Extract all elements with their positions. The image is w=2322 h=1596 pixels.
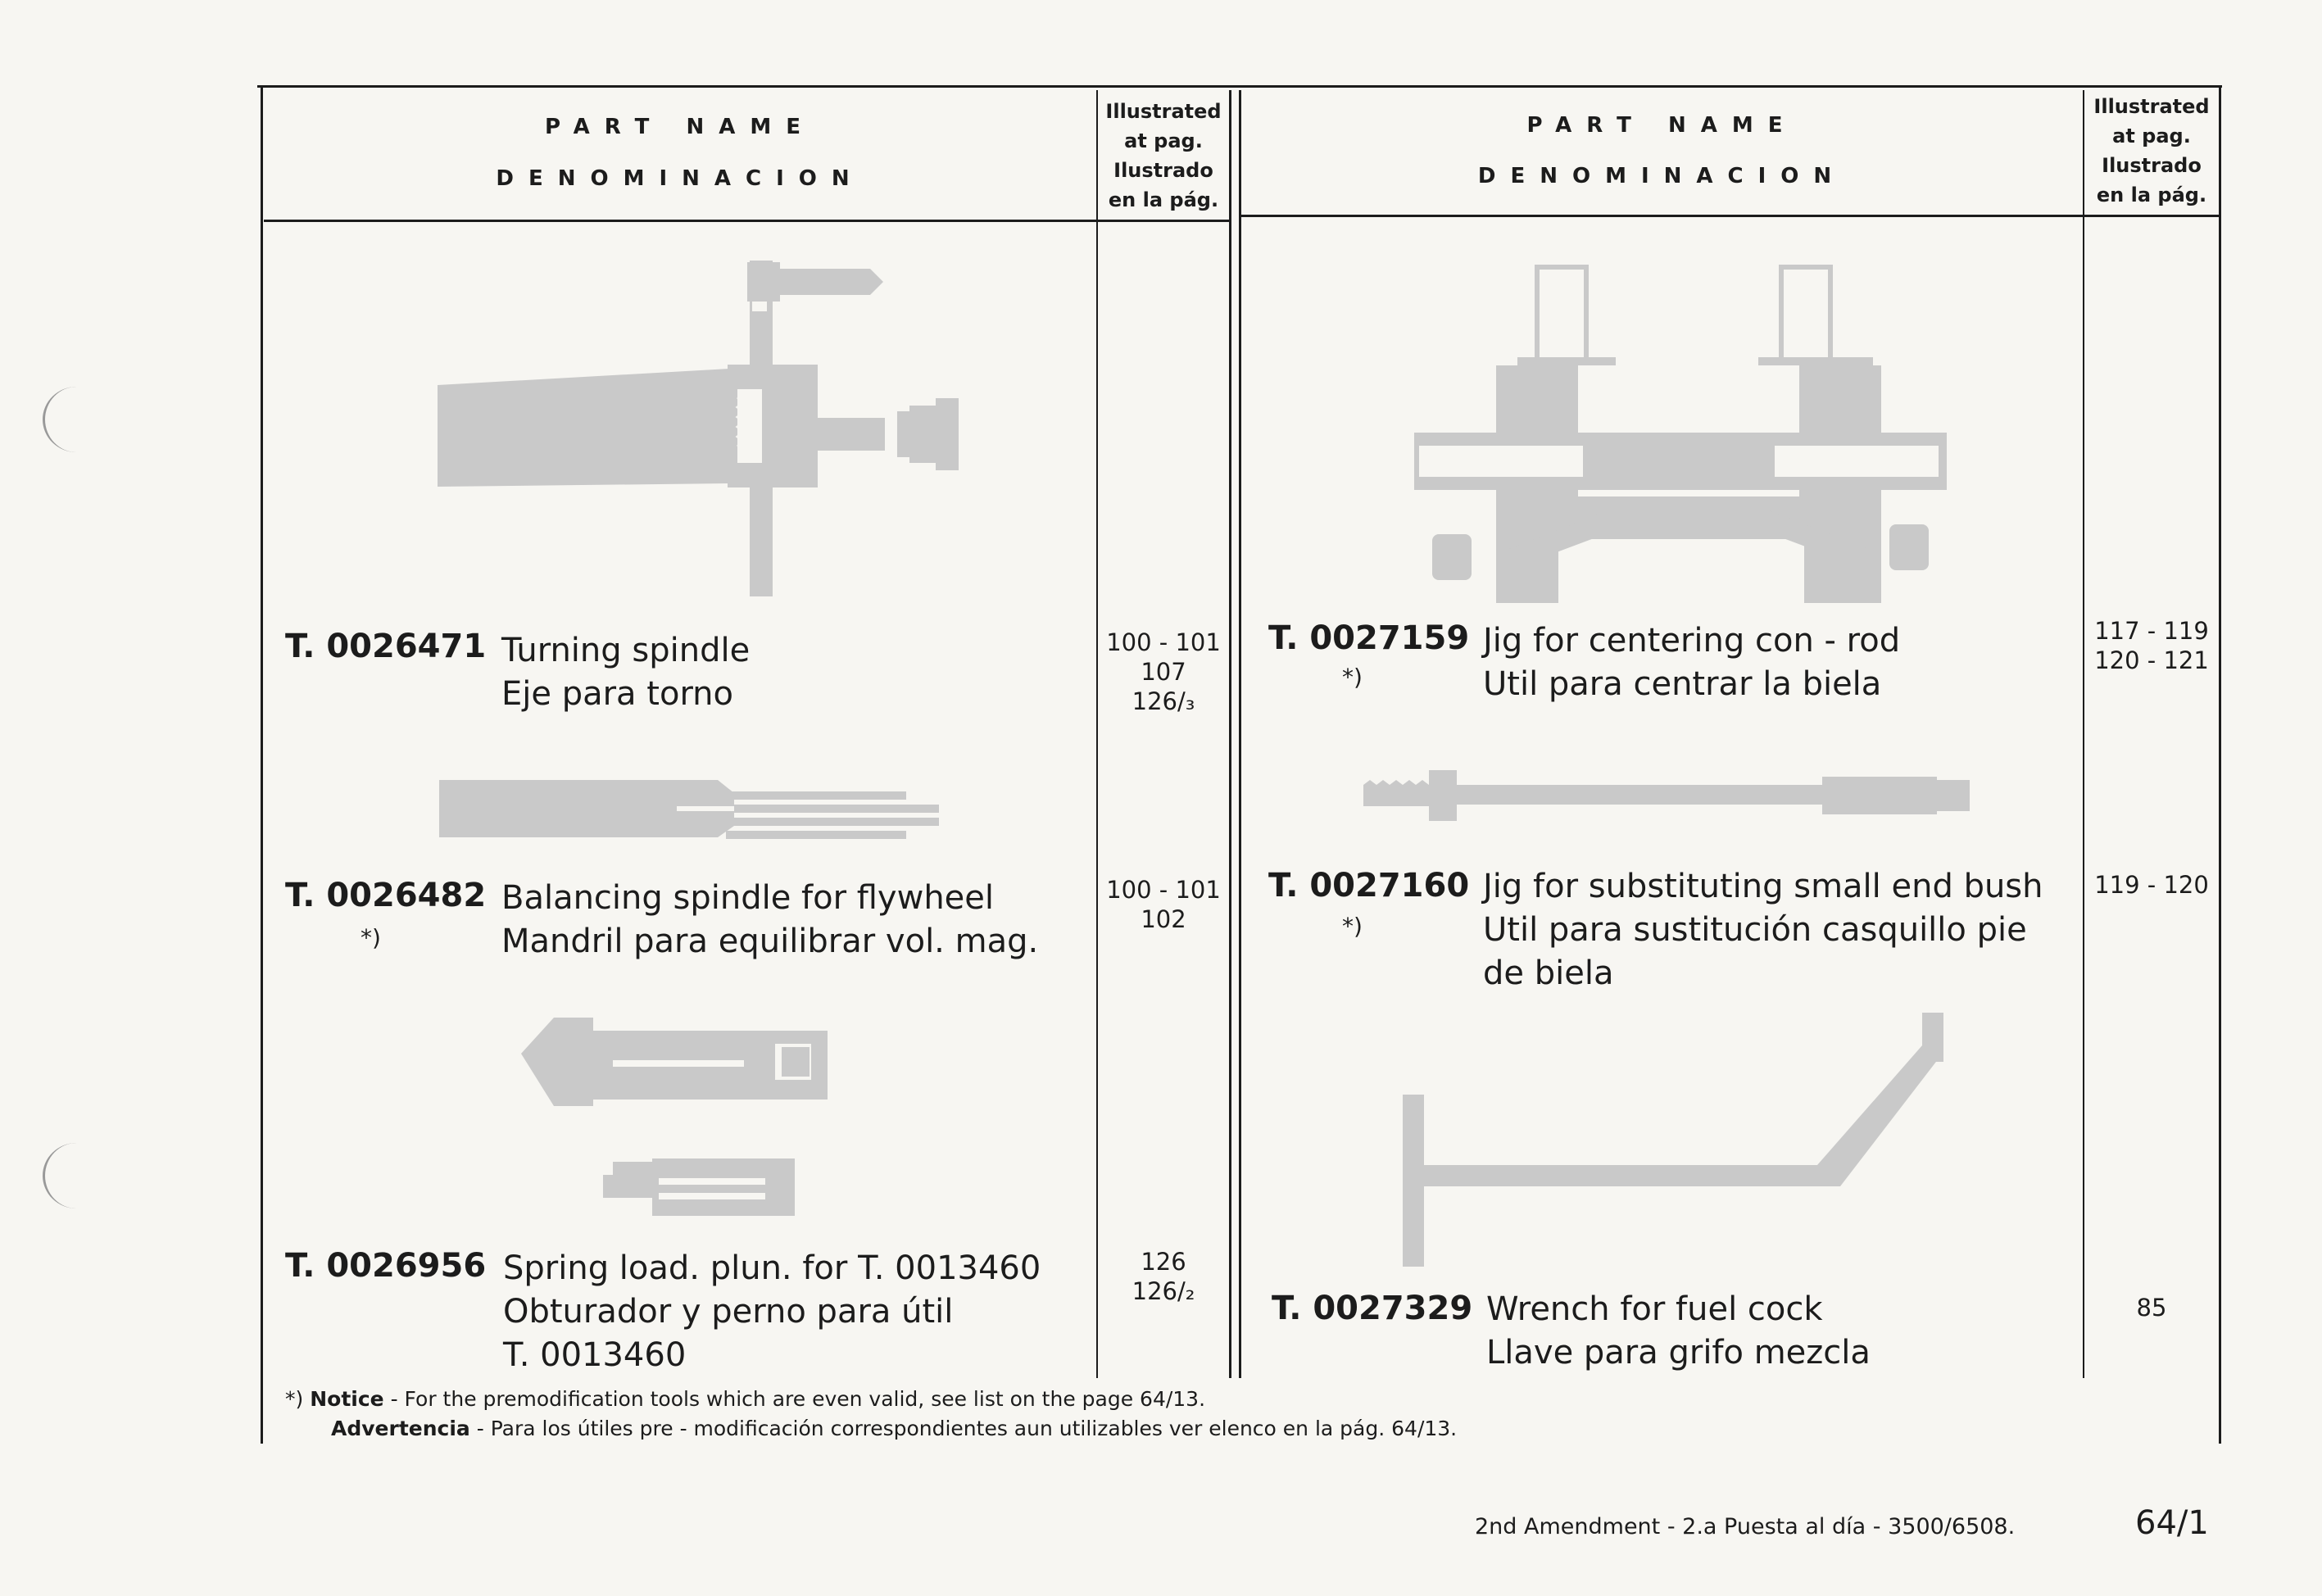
part-desc-0027329: Wrench for fuel cock Llave para grifo me…	[1486, 1290, 1871, 1372]
left-header-denominacion: DENOMINACION	[496, 166, 864, 191]
part-desc-0027160: Jig for substituting small end bush Util…	[1483, 868, 2043, 992]
center-rule-a	[1229, 90, 1231, 1378]
part-code-0026956: T. 0026956	[285, 1247, 487, 1285]
part-code-0027160: T. 0027160	[1268, 867, 1470, 905]
part-desc-0027159: Jig for centering con - rod Util para ce…	[1483, 622, 1901, 703]
left-header-rule	[264, 220, 1229, 222]
page-number: 64/1	[2135, 1504, 2209, 1542]
bush-jig-illustration	[1363, 770, 1970, 821]
turning-spindle-illustration	[438, 261, 959, 596]
part-code-0027159: T. 0027159	[1268, 619, 1470, 657]
table-left-rule	[261, 87, 263, 1444]
left-header-illustrated: Illustrated at pag. Ilustrado en la pág.	[1105, 100, 1222, 211]
part-code-0027329: T. 0027329	[1272, 1290, 1473, 1327]
right-header-rule	[1241, 215, 2219, 217]
amendment-footer: 2nd Amendment - 2.a Puesta al día - 3500…	[1475, 1514, 2016, 1539]
spring-plunger-illustration	[521, 1018, 828, 1216]
right-header-part-name: PART NAME	[1526, 113, 1798, 138]
part-desc-0026956: Spring load. plun. for T. 0013460 Obtura…	[503, 1249, 1041, 1374]
punch-hole-bottom	[43, 1143, 111, 1208]
part-code-0026471: T. 0026471	[285, 628, 487, 665]
part-code-0026482: T. 0026482	[285, 877, 487, 914]
part-pages-0027159: 117 - 119 120 - 121	[2094, 617, 2209, 674]
right-header-denominacion: DENOMINACION	[1477, 164, 1847, 188]
part-pages-0027329: 85	[2136, 1294, 2167, 1322]
left-pages-rule	[1096, 90, 1098, 1378]
right-pages-rule	[2083, 90, 2084, 1378]
centering-jig-illustration	[1414, 265, 1947, 605]
punch-hole-top	[43, 387, 111, 452]
left-header-part-name: PART NAME	[545, 115, 815, 139]
part-pages-0026482: 100 - 101 102	[1106, 876, 1221, 933]
part-desc-0026471: Turning spindle Eje para torno	[501, 632, 751, 713]
part-star-0027159: *)	[1342, 664, 1363, 691]
part-pages-0026471: 100 - 101 107 126/₃	[1106, 628, 1221, 715]
wrench-illustration	[1403, 1013, 1943, 1267]
part-star-0027160: *)	[1342, 913, 1363, 940]
notice: *) Notice - For the premodification tool…	[285, 1385, 1457, 1444]
right-header-illustrated: Illustrated at pag. Ilustrado en la pág.	[2093, 95, 2210, 206]
balancing-spindle-illustration	[439, 780, 939, 839]
part-pages-0026956: 126 126/₂	[1132, 1248, 1195, 1305]
part-star-0026482: *)	[361, 924, 381, 951]
table-top-rule	[257, 85, 2222, 88]
part-desc-0026482: Balancing spindle for flywheel Mandril p…	[501, 879, 1039, 960]
part-pages-0027160: 119 - 120	[2094, 871, 2209, 899]
notice-en-line: *) Notice - For the premodification tool…	[285, 1387, 1206, 1411]
table-right-rule	[2219, 87, 2221, 1444]
notice-es-line: Advertencia - Para los útiles pre - modi…	[331, 1417, 1458, 1440]
center-rule-b	[1239, 90, 1241, 1378]
